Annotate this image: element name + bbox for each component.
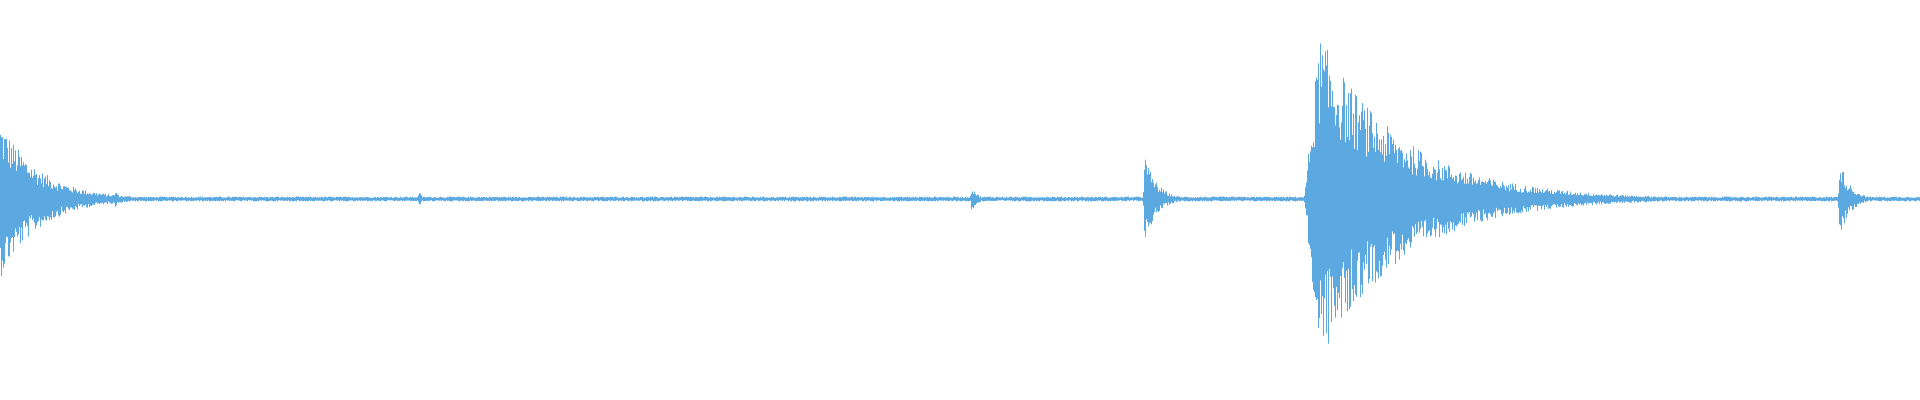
waveform-signal bbox=[0, 43, 1920, 344]
waveform-path bbox=[0, 43, 1920, 344]
